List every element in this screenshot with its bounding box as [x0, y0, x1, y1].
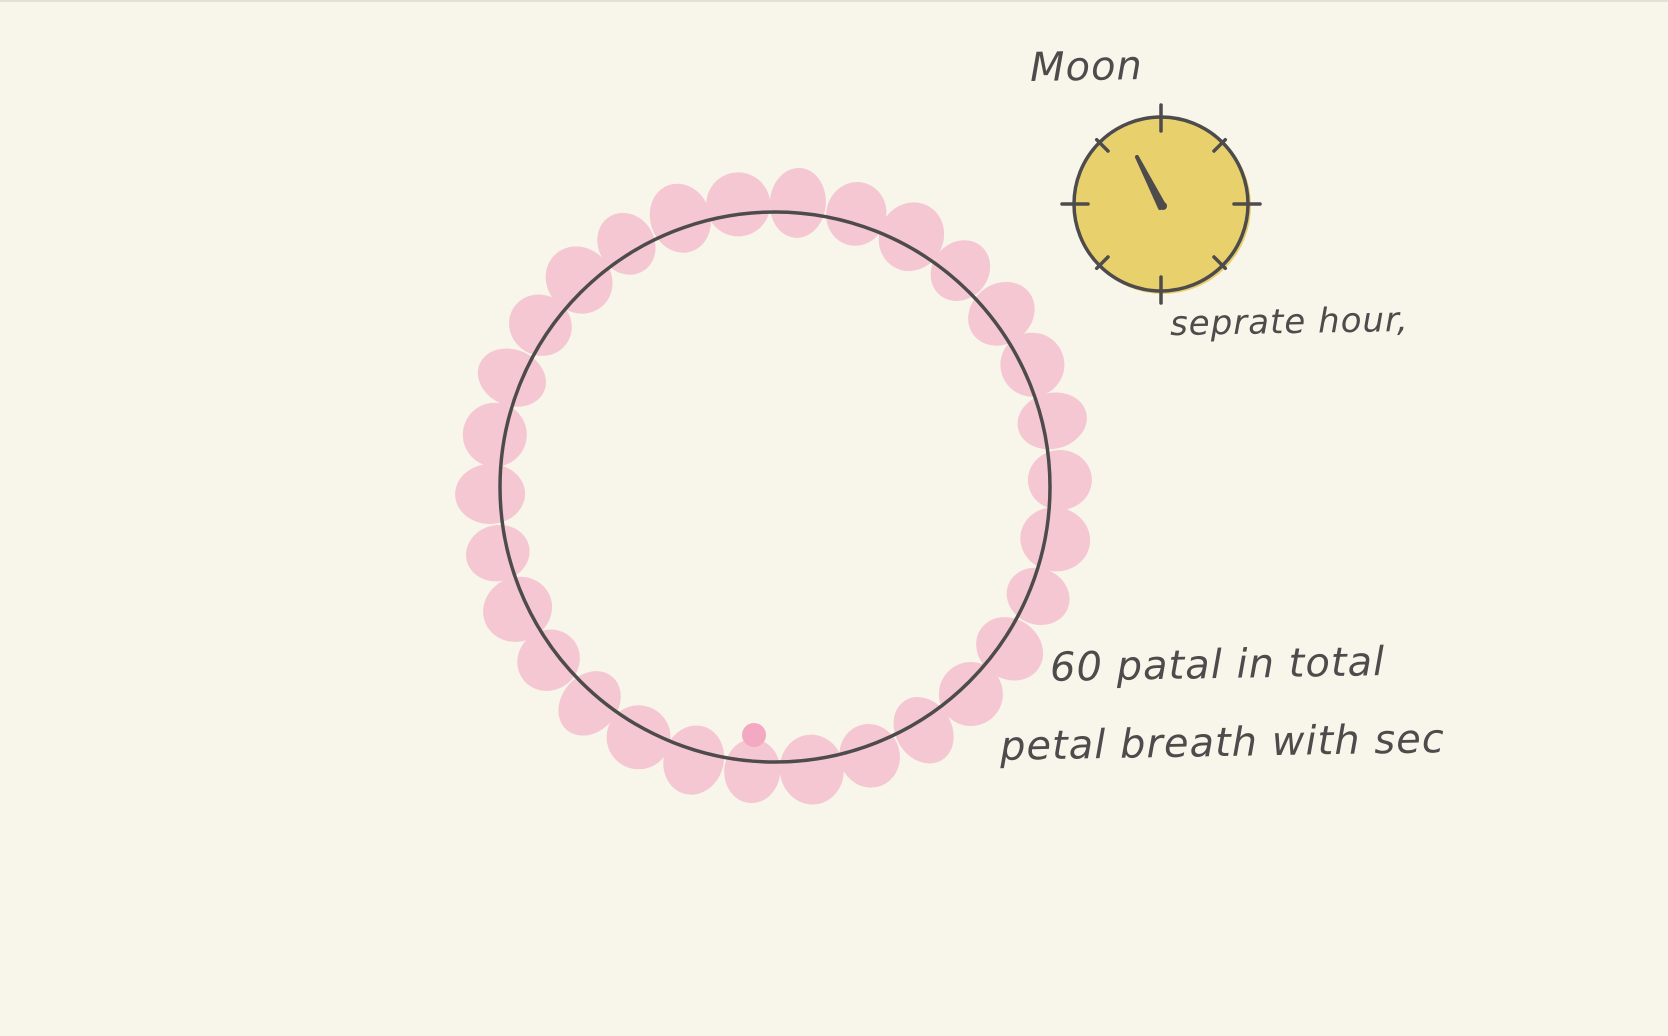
clock-tick [1094, 137, 1110, 153]
petal [968, 281, 1035, 346]
petal-highlight [742, 723, 766, 747]
petal [769, 167, 826, 238]
clock-tick [1212, 137, 1228, 153]
petal [462, 402, 527, 467]
petal-ring [455, 167, 1092, 805]
separate-hour-note: seprate hour, [1169, 299, 1409, 345]
petal [1020, 507, 1091, 572]
petal [893, 696, 954, 764]
petal [706, 172, 771, 237]
moon-clock [1060, 103, 1262, 305]
clock-center [1159, 202, 1167, 210]
petal [976, 617, 1044, 681]
clock-tick [1212, 255, 1228, 271]
petal-count-note: 60 patal in total [1049, 639, 1386, 691]
moon-label: Moon [1029, 43, 1144, 91]
petal [455, 463, 526, 525]
flower-circle [498, 210, 1052, 764]
petal [779, 734, 844, 805]
petal [930, 240, 991, 301]
clock-ticks [1060, 103, 1262, 305]
petal [1027, 449, 1092, 511]
petal [597, 212, 656, 275]
petal [878, 202, 945, 272]
petal [517, 629, 580, 691]
petal [509, 294, 572, 356]
petal [1000, 332, 1065, 397]
petal [724, 739, 781, 804]
clock-tick [1094, 255, 1110, 271]
petal [483, 576, 553, 642]
petal [606, 705, 671, 770]
petal [545, 246, 613, 314]
petal-breath-note: petal breath with sec [999, 716, 1446, 770]
petal [1017, 392, 1087, 450]
petal [558, 671, 621, 736]
petal [938, 662, 1003, 726]
